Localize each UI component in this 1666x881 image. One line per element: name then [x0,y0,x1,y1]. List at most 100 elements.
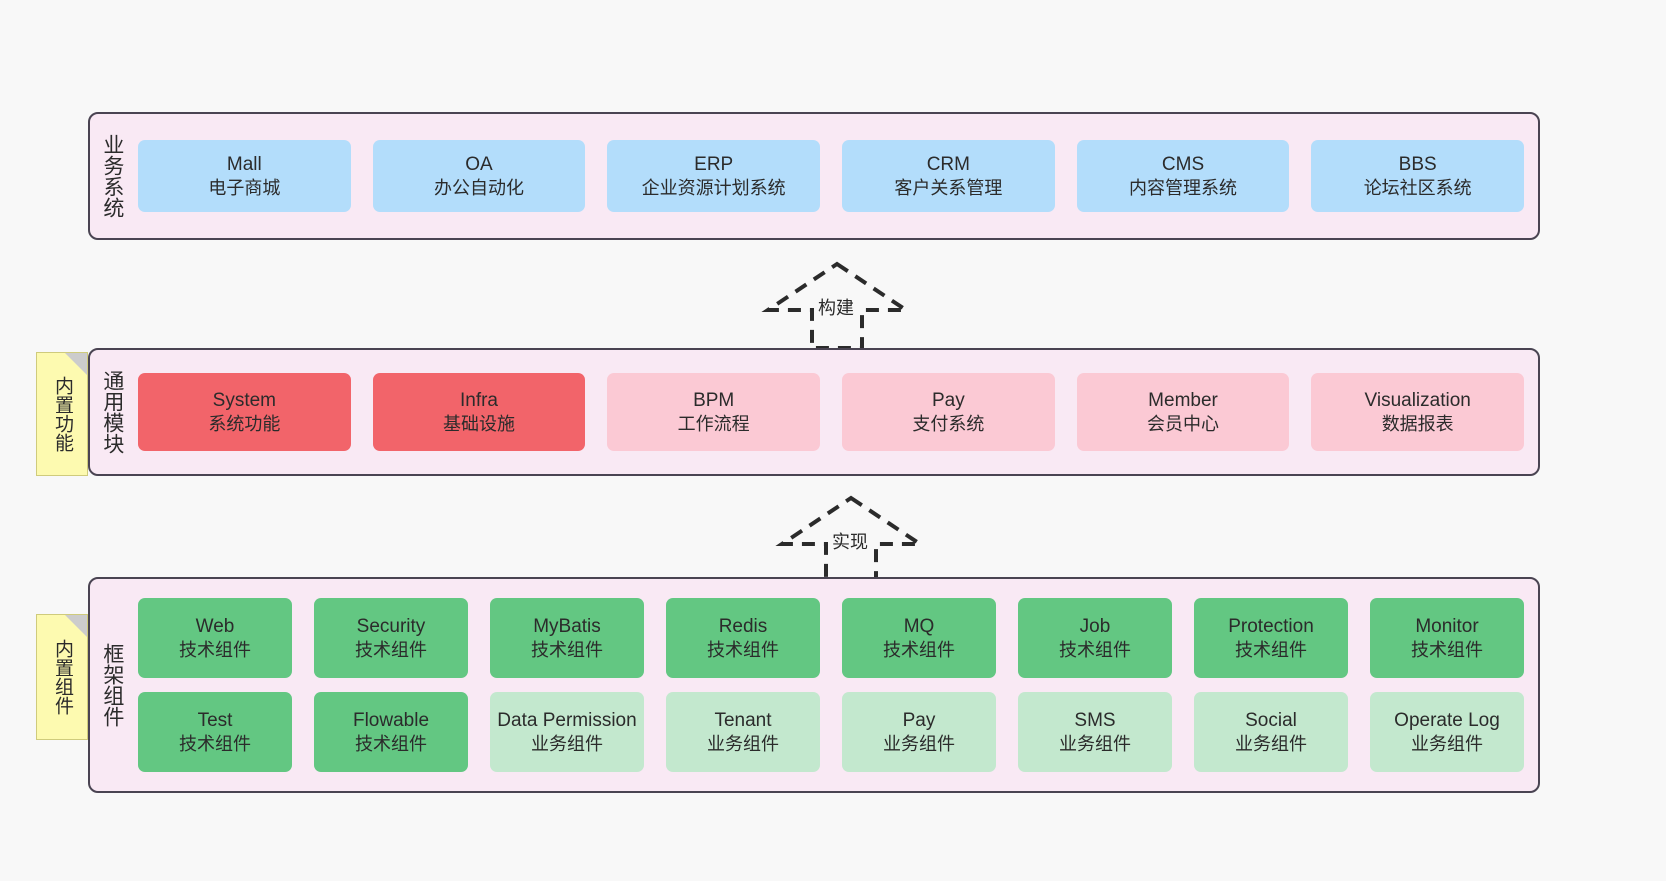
node-erp-cn: 企业资源计划系统 [641,177,786,198]
node-mq[interactable]: MQ 技术组件 [842,598,996,678]
layer-title-business-system: 业务系统 [100,134,124,218]
node-security[interactable]: Security 技术组件 [314,598,468,678]
node-data-permission[interactable]: Data Permission 业务组件 [490,692,644,772]
node-crm-cn: 客户关系管理 [894,177,1003,198]
layer-body-business-system: Mall 电子商城 OA 办公自动化 ERP 企业资源计划系统 CRM 客户关系… [134,114,1538,238]
node-bpm[interactable]: BPM 工作流程 [607,373,821,451]
node-cms-en: CMS [1161,153,1205,175]
node-infra-cn: 基础设施 [443,413,515,434]
node-social-cn: 业务组件 [1235,733,1307,754]
layer-title-framework-component: 框架组件 [100,643,124,727]
node-job[interactable]: Job 技术组件 [1018,598,1172,678]
layer-business-system: 业务系统 Mall 电子商城 OA 办公自动化 ERP 企业资源计划系统 CRM… [88,112,1540,240]
node-test-en: Test [197,709,233,731]
node-monitor-en: Monitor [1415,615,1479,637]
note-builtin-component-label: 内置组件 [51,639,73,715]
node-operate-log[interactable]: Operate Log 业务组件 [1370,692,1524,772]
layer-framework-row-2: Test 技术组件 Flowable 技术组件 Data Permission … [138,692,1524,772]
node-system-en: System [212,389,277,411]
node-flowable-en: Flowable [352,709,430,731]
node-redis-en: Redis [718,615,768,637]
node-cms[interactable]: CMS 内容管理系统 [1076,140,1290,212]
node-pay-module-en: Pay [931,389,965,411]
node-pay-module[interactable]: Pay 支付系统 [842,373,1055,451]
node-crm-en: CRM [926,153,970,175]
node-oa-cn: 办公自动化 [434,177,524,198]
layer-framework-component: 框架组件 Web 技术组件 Security 技术组件 MyBatis 技术组件… [88,577,1540,793]
node-protection-cn: 技术组件 [1235,639,1307,660]
connector-build-label: 构建 [818,298,854,318]
node-bbs-en: BBS [1398,153,1437,175]
node-data-permission-en: Data Permission [497,709,637,731]
layer-framework-row-1: Web 技术组件 Security 技术组件 MyBatis 技术组件 Redi… [138,598,1524,678]
node-mybatis[interactable]: MyBatis 技术组件 [490,598,644,678]
node-monitor-cn: 技术组件 [1411,639,1483,660]
note-builtin-function: 内置功能 [36,352,88,476]
connector-implement-label: 实现 [832,532,868,552]
node-sms-en: SMS [1074,709,1116,731]
build-arrow-icon [761,261,913,350]
node-pay-component[interactable]: Pay 业务组件 [842,692,996,772]
node-infra[interactable]: Infra 基础设施 [372,373,586,451]
node-test-cn: 技术组件 [179,733,251,754]
node-redis[interactable]: Redis 技术组件 [666,598,820,678]
node-system[interactable]: System 系统功能 [138,373,351,451]
node-data-permission-cn: 业务组件 [531,733,603,754]
node-social-en: Social [1245,709,1297,731]
node-mall-cn: 电子商城 [208,177,281,198]
node-security-cn: 技术组件 [355,639,427,660]
node-cms-cn: 内容管理系统 [1129,177,1238,198]
node-crm[interactable]: CRM 客户关系管理 [842,140,1055,212]
node-oa-en: OA [465,153,493,175]
node-bbs-cn: 论坛社区系统 [1363,177,1472,198]
node-operate-log-en: Operate Log [1394,709,1500,731]
node-protection-en: Protection [1228,615,1314,637]
node-visualization[interactable]: Visualization 数据报表 [1311,373,1525,451]
node-social[interactable]: Social 业务组件 [1194,692,1348,772]
node-visualization-en: Visualization [1364,389,1471,411]
node-test[interactable]: Test 技术组件 [138,692,292,772]
node-oa[interactable]: OA 办公自动化 [372,140,586,212]
node-sms[interactable]: SMS 业务组件 [1018,692,1172,772]
node-tenant[interactable]: Tenant 业务组件 [666,692,820,772]
layer-body-common-module: System 系统功能 Infra 基础设施 BPM 工作流程 Pay 支付系统… [134,350,1538,474]
node-pay-module-cn: 支付系统 [912,413,985,434]
note-builtin-function-label: 内置功能 [51,376,73,452]
node-mall-en: Mall [226,153,262,175]
node-tenant-en: Tenant [714,709,772,731]
node-job-cn: 技术组件 [1059,639,1131,660]
node-visualization-cn: 数据报表 [1381,413,1454,434]
node-security-en: Security [356,615,426,637]
node-redis-cn: 技术组件 [707,639,779,660]
layer-body-framework-component: Web 技术组件 Security 技术组件 MyBatis 技术组件 Redi… [134,579,1538,791]
layer-common-row-1: System 系统功能 Infra 基础设施 BPM 工作流程 Pay 支付系统… [138,373,1525,451]
node-flowable[interactable]: Flowable 技术组件 [314,692,468,772]
node-web[interactable]: Web 技术组件 [138,598,292,678]
node-mybatis-en: MyBatis [533,615,601,637]
implement-arrow-icon [775,495,927,584]
node-mybatis-cn: 技术组件 [531,639,603,660]
connector-implement: 实现 [766,492,936,584]
node-monitor[interactable]: Monitor 技术组件 [1370,598,1524,678]
note-fold-corner-icon [65,615,87,637]
node-pay-component-cn: 业务组件 [883,733,955,754]
node-system-cn: 系统功能 [208,413,281,434]
note-builtin-component: 内置组件 [36,614,88,740]
node-operate-log-cn: 业务组件 [1411,733,1483,754]
node-web-cn: 技术组件 [179,639,251,660]
node-member[interactable]: Member 会员中心 [1076,373,1290,451]
node-mall[interactable]: Mall 电子商城 [138,140,351,212]
layer-business-row-1: Mall 电子商城 OA 办公自动化 ERP 企业资源计划系统 CRM 客户关系… [138,140,1525,212]
connector-build: 构建 [752,258,922,350]
node-mq-en: MQ [903,615,935,637]
note-fold-corner-icon [65,353,87,375]
node-bbs[interactable]: BBS 论坛社区系统 [1311,140,1525,212]
node-erp[interactable]: ERP 企业资源计划系统 [607,140,821,212]
node-protection[interactable]: Protection 技术组件 [1194,598,1348,678]
node-pay-component-en: Pay [902,709,936,731]
node-job-en: Job [1079,615,1111,637]
node-web-en: Web [195,615,235,637]
node-erp-en: ERP [694,153,734,175]
node-bpm-cn: 工作流程 [677,413,750,434]
